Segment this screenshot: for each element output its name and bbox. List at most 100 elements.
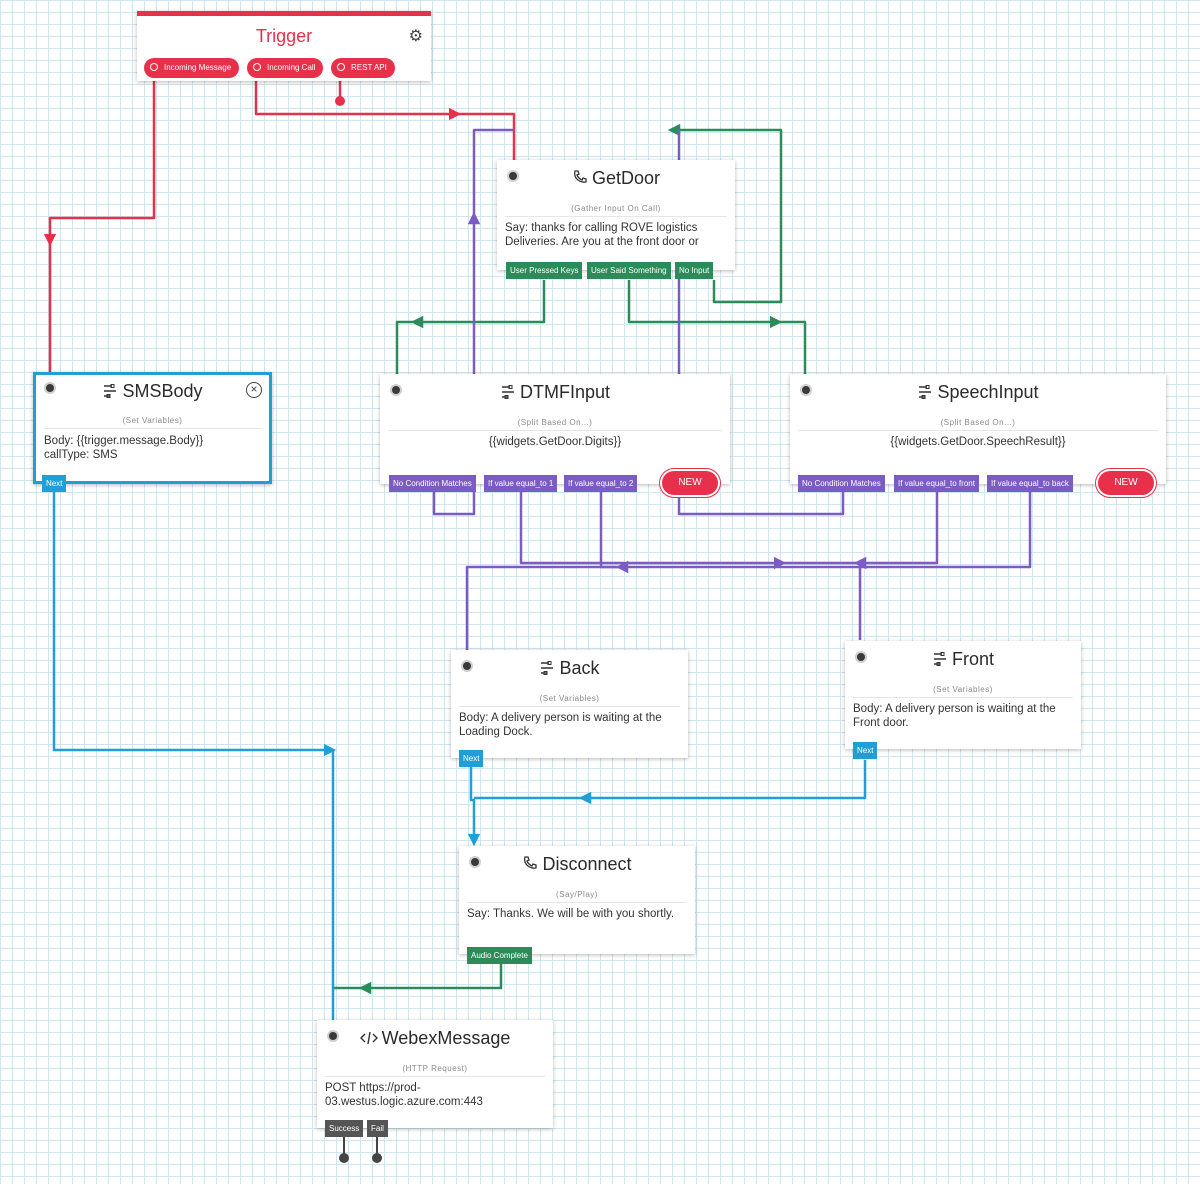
wire-user-said-something — [627, 280, 783, 329]
drag-handle-dot[interactable] — [44, 382, 56, 394]
transition-next[interactable]: Next — [853, 742, 878, 759]
widget-subtitle: (Say/Play) — [556, 890, 598, 899]
transition-no-condition-matches[interactable]: No Condition Matches — [389, 475, 476, 492]
transition-success[interactable]: Success — [325, 1120, 364, 1137]
wire-speech-eq-front — [853, 492, 939, 570]
circle-icon — [150, 63, 158, 71]
transition-next[interactable]: Next — [459, 750, 484, 767]
widget-subtitle: (HTTP Request) — [402, 1064, 468, 1073]
widget-title: SMSBody — [36, 381, 269, 403]
rest-api-pill[interactable]: REST API — [331, 58, 395, 78]
close-icon[interactable]: × — [246, 382, 262, 398]
widget-subtitle: (Set Variables) — [122, 416, 183, 425]
dtmfinput-widget[interactable]: DTMFInput (Split Based On...) {{widgets.… — [380, 374, 730, 484]
phone-icon — [522, 855, 538, 876]
drag-handle-dot[interactable] — [461, 660, 473, 672]
incoming-call-pill[interactable]: Incoming Call — [247, 58, 324, 78]
pill-label: Incoming Call — [267, 63, 316, 72]
widget-body: Body: A delivery person is waiting at th… — [459, 712, 662, 738]
incoming-message-pill[interactable]: Incoming Message — [144, 58, 240, 78]
divider — [467, 902, 687, 903]
transition-no-input[interactable]: No Input — [675, 262, 714, 279]
wire-dtmf-no-match — [432, 211, 481, 516]
set-variables-icon — [539, 659, 555, 680]
widget-title: Disconnect — [459, 854, 695, 876]
smsbody-widget[interactable]: SMSBody × (Set Variables) Body: {{trigge… — [33, 372, 272, 484]
getdoor-widget[interactable]: GetDoor (Gather Input On Call) Say: than… — [497, 160, 735, 270]
widget-subtitle: (Set Variables) — [539, 694, 600, 703]
widget-body: {{widgets.GetDoor.SpeechResult}} — [890, 436, 1066, 448]
divider — [853, 697, 1073, 698]
widget-title: SpeechInput — [790, 382, 1166, 404]
wire-dtmf-eq-2 — [599, 492, 620, 569]
drag-handle-dot[interactable] — [507, 170, 519, 182]
webexmessage-widget[interactable]: WebexMessage (HTTP Request) POST https:/… — [317, 1020, 553, 1128]
set-variables-icon — [932, 650, 948, 671]
trigger-widget[interactable]: Trigger ⚙ Incoming Message Incoming Call… — [137, 11, 431, 81]
divider — [44, 428, 261, 429]
new-transition-button[interactable]: NEW — [1098, 471, 1154, 495]
widget-body: POST https://prod- 03.westus.logic.azure… — [325, 1082, 483, 1108]
widget-body: Say: thanks for calling ROVE logistics D… — [505, 222, 699, 248]
disconnect-widget[interactable]: Disconnect (Say/Play) Say: Thanks. We wi… — [459, 846, 695, 954]
divider — [325, 1076, 545, 1077]
wire-incoming-message — [43, 72, 156, 247]
front-title: Front — [951, 649, 994, 669]
wire-speech-no-match — [677, 130, 845, 516]
wire-smsbody-next — [52, 492, 337, 757]
transition-next[interactable]: Next — [42, 475, 67, 492]
wire-user-pressed-keys — [410, 280, 546, 329]
widget-title: Front — [845, 649, 1081, 671]
widget-body: {{widgets.GetDoor.Digits}} — [488, 436, 622, 448]
transition-equal-to-front[interactable]: If value equal_to front — [894, 475, 979, 492]
drag-handle-dot[interactable] — [800, 384, 812, 396]
circle-icon — [253, 63, 261, 71]
new-transition-button[interactable]: NEW — [662, 471, 718, 495]
wire-front-next — [578, 760, 867, 805]
widget-subtitle: (Split Based On...) — [940, 418, 1016, 427]
drag-handle-dot[interactable] — [855, 651, 867, 663]
widget-subtitle: (Set Variables) — [933, 685, 993, 694]
transition-user-said-something[interactable]: User Said Something — [587, 262, 671, 279]
widget-subtitle: (Gather Input On Call) — [571, 204, 661, 213]
back-title: Back — [559, 658, 600, 678]
pill-label: REST API — [351, 63, 387, 72]
getdoor-title: GetDoor — [591, 168, 661, 188]
code-icon — [359, 1029, 378, 1050]
webexmessage-title: WebexMessage — [381, 1028, 511, 1048]
wire-no-input — [667, 123, 783, 304]
transition-audio-complete[interactable]: Audio Complete — [467, 947, 532, 964]
speechinput-widget[interactable]: SpeechInput (Split Based On...) {{widget… — [790, 374, 1166, 484]
widget-subtitle: (Split Based On...) — [517, 418, 593, 427]
speechinput-title: SpeechInput — [937, 382, 1039, 402]
split-icon — [917, 383, 933, 404]
drag-handle-dot[interactable] — [327, 1030, 339, 1042]
divider — [798, 430, 1158, 431]
transition-equal-to-2[interactable]: If value equal_to 2 — [564, 475, 638, 492]
phone-icon — [572, 169, 588, 190]
divider — [459, 706, 680, 707]
split-icon — [500, 383, 516, 404]
set-variables-icon — [102, 382, 118, 403]
front-widget[interactable]: Front (Set Variables) Body: A delivery p… — [845, 641, 1081, 749]
transition-equal-to-1[interactable]: If value equal_to 1 — [484, 475, 558, 492]
drag-handle-dot[interactable] — [469, 856, 481, 868]
wire-incoming-call — [254, 72, 462, 121]
transition-equal-to-back[interactable]: If value equal_to back — [987, 475, 1073, 492]
transition-fail[interactable]: Fail — [367, 1120, 388, 1137]
gear-icon[interactable]: ⚙ — [408, 28, 423, 45]
widget-title: DTMFInput — [380, 382, 730, 404]
wire-dtmf-eq-1 — [519, 492, 787, 570]
circle-icon — [337, 63, 345, 71]
wire-speech-eq-back — [615, 492, 1032, 574]
back-widget[interactable]: Back (Set Variables) Body: A delivery pe… — [451, 650, 688, 758]
transition-user-pressed-keys[interactable]: User Pressed Keys — [506, 262, 583, 279]
transition-no-condition-matches[interactable]: No Condition Matches — [798, 475, 885, 492]
divider — [505, 216, 727, 217]
trigger-title: Trigger — [255, 26, 313, 46]
drag-handle-dot[interactable] — [390, 384, 402, 396]
widget-title: WebexMessage — [317, 1028, 553, 1050]
wire-audio-complete — [358, 964, 503, 995]
widget-title: Back — [451, 658, 688, 680]
